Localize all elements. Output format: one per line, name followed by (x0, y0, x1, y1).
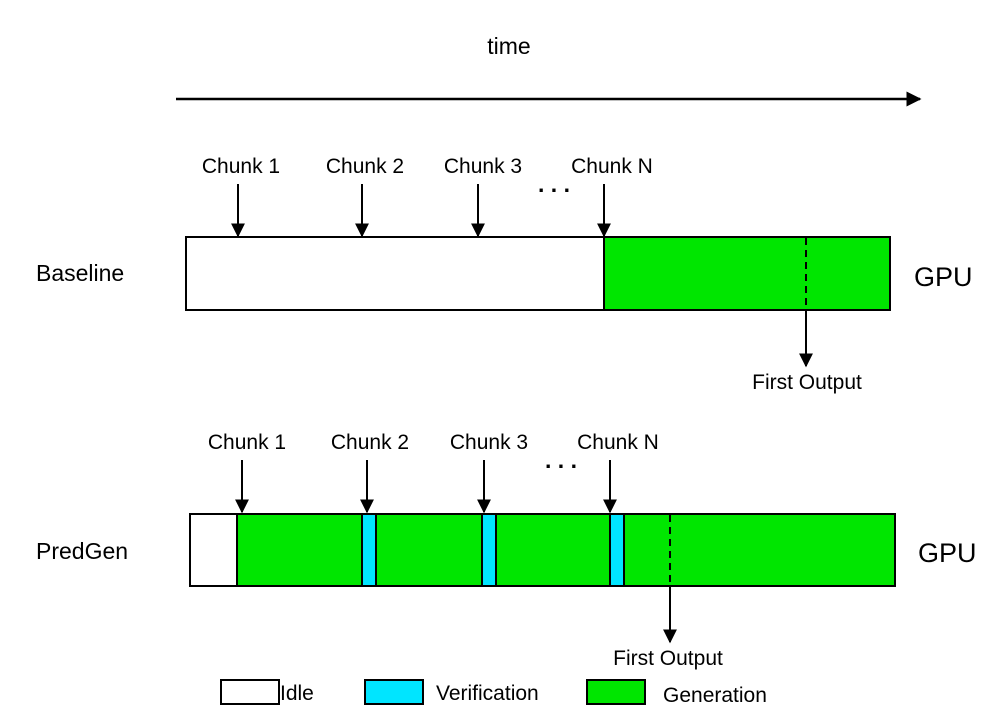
legend-verification-label: Verification (436, 682, 539, 705)
predgen-row: Chunk 1 Chunk 2 Chunk 3 . . . Chunk N Pr… (36, 431, 977, 670)
baseline-generation-segment (603, 236, 891, 311)
legend-idle-swatch (220, 679, 280, 705)
predgen-generation-segment-1 (236, 513, 363, 587)
legend-generation-swatch (586, 679, 646, 705)
predgen-generation-segment-4 (623, 513, 896, 587)
predgen-verification-segment-3 (609, 513, 625, 587)
predgen-chunk-3-label: Chunk 3 (450, 431, 528, 454)
predgen-idle-segment (189, 513, 238, 587)
baseline-chunk-1-label: Chunk 1 (202, 155, 280, 178)
baseline-idle-segment (185, 236, 605, 311)
baseline-gpu-label: GPU (914, 262, 973, 292)
baseline-chunk-3-label: Chunk 3 (444, 155, 522, 178)
legend: Idle Verification Generation (220, 679, 767, 707)
predgen-chunk-1-label: Chunk 1 (208, 431, 286, 454)
predgen-chunk-2-label: Chunk 2 (331, 431, 409, 454)
baseline-first-output-label: First Output (752, 371, 862, 394)
time-label: time (487, 33, 530, 59)
legend-verification-swatch (364, 679, 424, 705)
baseline-row-label: Baseline (36, 260, 124, 286)
predgen-row-label: PredGen (36, 538, 128, 564)
predgen-verification-segment-1 (361, 513, 377, 587)
predgen-first-output-label: First Output (613, 647, 723, 670)
baseline-row: Chunk 1 Chunk 2 Chunk 3 . . . Chunk N Ba… (36, 155, 973, 394)
baseline-chunk-2-label: Chunk 2 (326, 155, 404, 178)
legend-idle-label: Idle (280, 682, 314, 705)
predgen-generation-segment-2 (375, 513, 483, 587)
predgen-ellipsis: . . . (545, 447, 577, 473)
predgen-chunk-n-label: Chunk N (577, 431, 659, 454)
predgen-gpu-label: GPU (918, 538, 977, 568)
baseline-chunk-n-label: Chunk N (571, 155, 653, 178)
baseline-ellipsis: . . . (538, 171, 570, 197)
predgen-generation-segment-3 (495, 513, 611, 587)
legend-generation-label: Generation (663, 684, 767, 707)
predgen-verification-segment-2 (481, 513, 497, 587)
